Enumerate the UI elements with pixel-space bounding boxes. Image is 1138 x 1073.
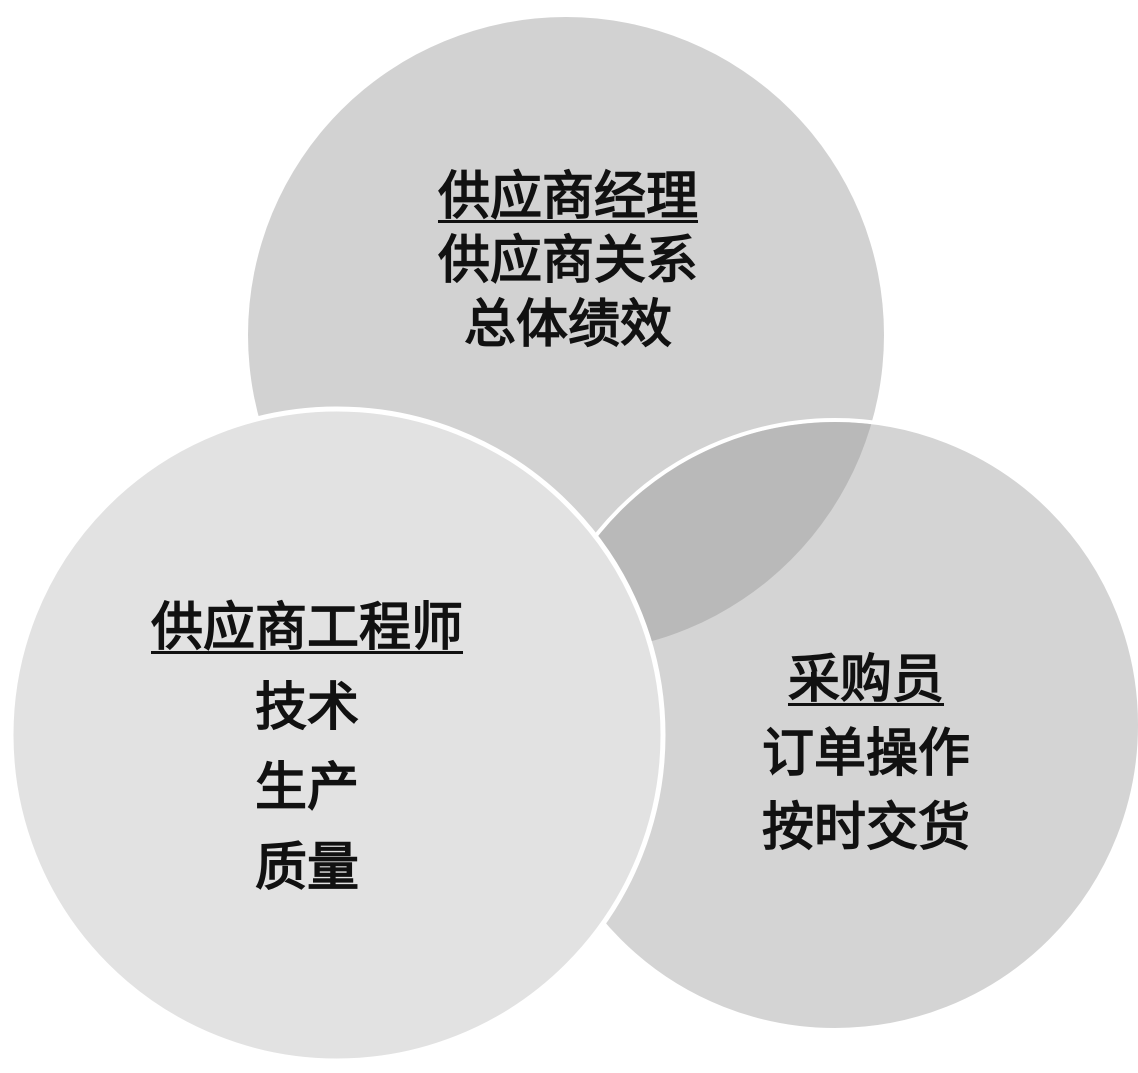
label: 供应商关系 [437, 231, 699, 291]
overlap-region [532, 422, 884, 653]
buyer-title: 采购员 [787, 650, 945, 710]
supplier-manager-title: 供应商经理 [437, 167, 699, 227]
label: 订单操作 [761, 724, 971, 784]
label: 按时交货 [761, 798, 971, 858]
supplier-manager-text: 供应商经理 供应商关系 总体绩效 [438, 165, 698, 357]
buyer-text: 采购员 订单操作 按时交货 [762, 648, 970, 860]
label: 技术 [254, 678, 360, 738]
supplier-engineer-title: 供应商工程师 [150, 598, 464, 658]
label: 质量 [254, 838, 360, 898]
label: 总体绩效 [463, 295, 673, 355]
circle-supplier-engineer [8, 406, 666, 1064]
supplier-engineer-text: 供应商工程师 技术 生产 质量 [151, 596, 463, 900]
label: 生产 [254, 758, 360, 818]
